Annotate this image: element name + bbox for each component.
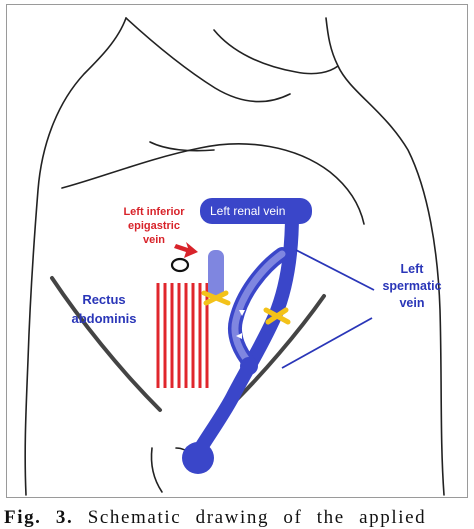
left-inguinal-line (50, 276, 162, 412)
collateral-vein-end (240, 357, 258, 375)
right-torso-outline (325, 17, 445, 496)
caption-text: Schematic drawing of the applied (87, 507, 427, 528)
flow-arrow-2 (239, 310, 245, 316)
umbilicus-line-left (149, 141, 215, 152)
spermatic-label-leaders (281, 249, 375, 369)
left-spermatic-vein-label: Left spermatic vein (382, 262, 441, 310)
figure-caption: Fig. 3. Schematic drawing of the applied (4, 506, 470, 529)
spermatic-ligation-mark (263, 307, 291, 325)
epigastric-vein-stub (208, 250, 224, 298)
flow-arrows (236, 281, 272, 339)
svg-text:vein: vein (143, 234, 165, 246)
svg-text:spermatic: spermatic (382, 279, 441, 293)
svg-text:epigastric: epigastric (128, 220, 180, 232)
figure-frame (6, 4, 468, 498)
flow-arrow-3 (236, 333, 242, 339)
left-torso-outline (24, 17, 127, 496)
body-outline (24, 17, 445, 496)
svg-text:vein: vein (399, 296, 424, 310)
epigastric-pointer-arrow (174, 242, 198, 258)
svg-text:abdominis: abdominis (71, 311, 136, 326)
testicular-vein-bulb (182, 442, 214, 474)
rectus-abdominis-muscle (156, 283, 209, 388)
svg-text:Left inferior: Left inferior (123, 206, 185, 218)
epigastric-vein-label: Left inferior epigastric vein (123, 206, 185, 246)
svg-text:Left: Left (401, 262, 425, 276)
chest-right-curve (213, 29, 339, 75)
caption-prefix: Fig. 3. (4, 507, 74, 528)
chest-left-curve (125, 17, 291, 103)
umbilicus-marker (170, 257, 190, 273)
left-spermatic-vein (189, 207, 299, 463)
ligation-marks (201, 290, 291, 325)
costal-margin (61, 143, 365, 225)
left-renal-vein-label: Left renal vein (210, 204, 285, 218)
collateral-vein-inner (231, 250, 286, 368)
left-renal-vein (200, 198, 312, 224)
epigastric-ligation-mark (201, 290, 231, 306)
flow-arrow-1 (266, 281, 272, 287)
svg-text:Rectus: Rectus (82, 292, 125, 307)
rectus-abdominis-label: Rectus abdominis (71, 292, 136, 326)
